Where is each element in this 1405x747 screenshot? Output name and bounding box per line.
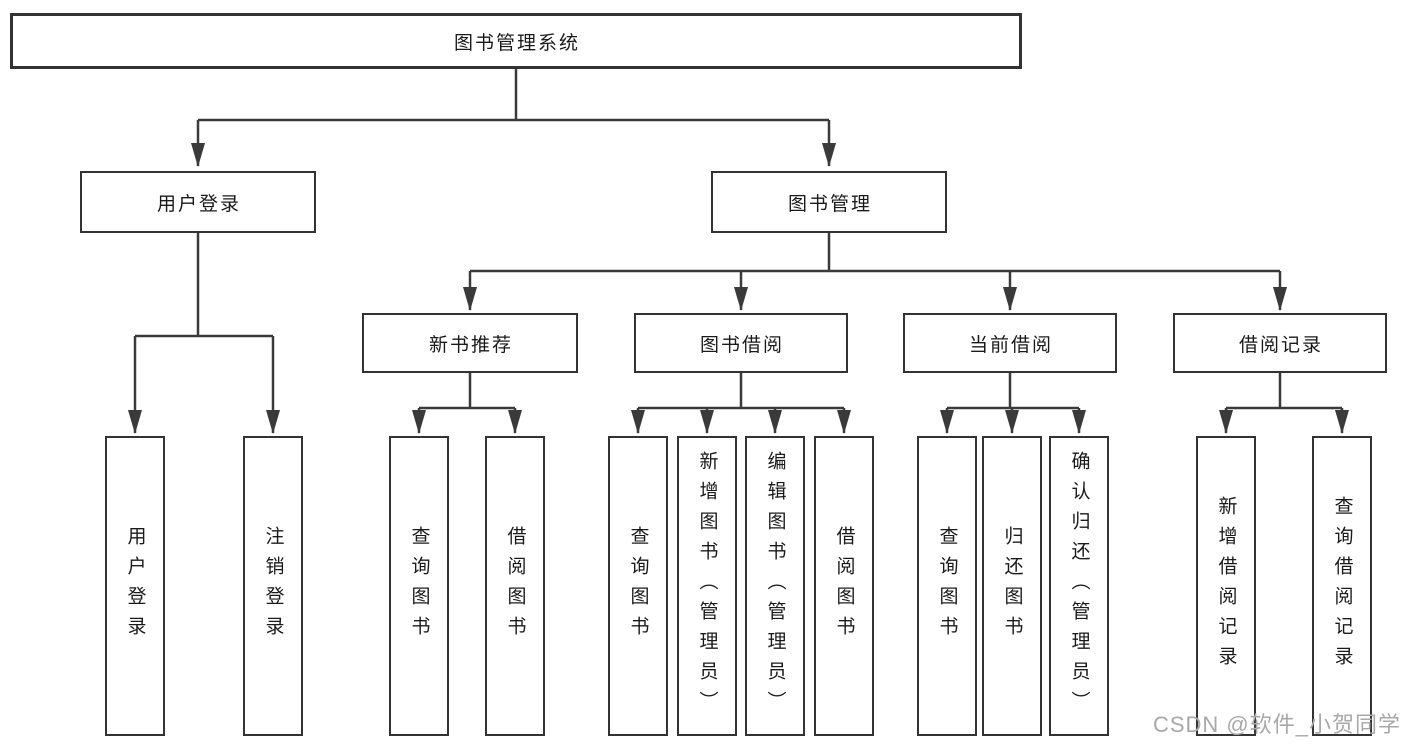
leaf-label: 归还图书 [1001, 526, 1023, 646]
node-current-borrowing: 当前借阅 [903, 313, 1117, 373]
node-label: 图书管理系统 [453, 32, 580, 54]
node-label: 当前借阅 [968, 334, 1053, 356]
node-label: 新书推荐 [428, 334, 513, 356]
leaf-label: 查询图书 [627, 526, 649, 646]
edge-records-children [1219, 373, 1349, 434]
edge-borrowing-children [631, 373, 851, 434]
node-borrowing-records: 借阅记录 [1173, 313, 1387, 373]
leaf-current-return-book: 归还图书 [982, 436, 1042, 736]
node-root: 图书管理系统 [10, 13, 1022, 69]
leaf-borrowing-add-book-admin: 新增图书（管理员） [677, 436, 737, 736]
node-label: 借阅记录 [1238, 334, 1323, 356]
leaf-recommend-query-book: 查询图书 [389, 436, 449, 736]
edge-user-login-children [128, 233, 280, 434]
leaf-current-confirm-return-admin: 确认归还（管理员） [1049, 436, 1109, 736]
edge-recommend-children [412, 373, 522, 434]
edge-root-children [191, 69, 836, 167]
node-label: 图书管理 [787, 193, 872, 215]
leaf-label: 查询借阅记录 [1331, 496, 1353, 676]
edge-book-management-children [463, 233, 1287, 311]
leaf-borrowing-edit-book-admin: 编辑图书（管理员） [745, 436, 805, 736]
leaf-label: 用户登录 [124, 526, 146, 646]
leaf-label: 新增借阅记录 [1215, 496, 1237, 676]
leaf-login-user-login: 用户登录 [105, 436, 165, 736]
leaf-label: 编辑图书（管理员） [764, 451, 786, 721]
edge-current-children [940, 373, 1086, 434]
leaf-records-query-record: 查询借阅记录 [1312, 436, 1372, 736]
csdn-watermark: CSDN @软件_小贺同学 [1152, 712, 1401, 737]
leaf-label: 查询图书 [408, 526, 430, 646]
leaf-current-query-book: 查询图书 [917, 436, 977, 736]
node-user-login: 用户登录 [80, 171, 316, 233]
leaf-label: 查询图书 [936, 526, 958, 646]
node-label: 图书借阅 [699, 334, 784, 356]
leaf-borrowing-borrow-book: 借阅图书 [814, 436, 874, 736]
leaf-recommend-borrow-book: 借阅图书 [485, 436, 545, 736]
leaf-login-logout: 注销登录 [243, 436, 303, 736]
leaf-label: 新增图书（管理员） [696, 451, 718, 721]
leaf-borrowing-query-book: 查询图书 [608, 436, 668, 736]
leaf-label: 确认归还（管理员） [1068, 451, 1090, 721]
node-book-borrowing: 图书借阅 [634, 313, 848, 373]
node-new-book-recommend: 新书推荐 [362, 313, 578, 373]
node-book-management: 图书管理 [711, 171, 947, 233]
leaf-label: 借阅图书 [504, 526, 526, 646]
node-label: 用户登录 [156, 193, 241, 215]
leaf-label: 注销登录 [262, 526, 284, 646]
leaf-label: 借阅图书 [833, 526, 855, 646]
leaf-records-add-record: 新增借阅记录 [1196, 436, 1256, 736]
